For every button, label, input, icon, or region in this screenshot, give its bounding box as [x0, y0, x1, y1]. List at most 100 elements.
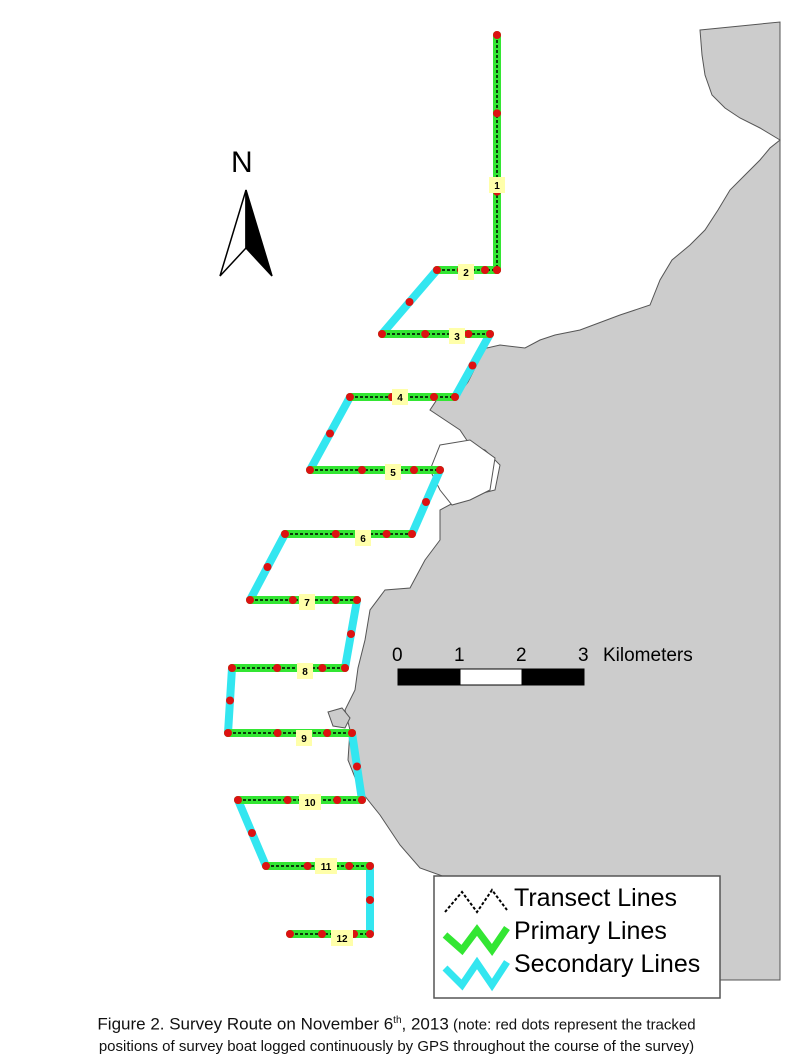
north-arrow-left-half [219, 189, 247, 277]
gps-dot-conn-5 [422, 498, 430, 506]
gps-dot-conn-9 [353, 762, 361, 771]
gps-dot-2-1 [433, 266, 441, 274]
scale-unit: Kilometers [603, 645, 693, 666]
gps-dot-10-1 [234, 796, 242, 804]
gps-dot-11-2 [303, 862, 312, 870]
gps-dot-8-1 [228, 664, 236, 672]
gps-dot-1-1 [493, 31, 501, 39]
figure-caption: Figure 2. Survey Route on November 6th, … [0, 1010, 793, 1058]
legend-transect-label: Transect Lines [514, 884, 677, 912]
transect-label-12: 12 [336, 934, 348, 945]
transect-label-box-12 [331, 930, 353, 946]
gps-dot-6-2 [331, 530, 340, 538]
north-arrow: N [219, 146, 273, 277]
gps-dot-conn-8 [226, 696, 234, 705]
coastline-land [344, 21, 781, 981]
transect-label-7: 7 [304, 598, 310, 609]
transect-label-box-10 [299, 794, 321, 810]
gps-dot-8-3 [318, 664, 327, 672]
gps-dot-1-2 [493, 109, 501, 118]
gps-dot-conn-10 [248, 829, 256, 837]
transect-label-box-7 [299, 594, 315, 610]
scale-segment-1 [397, 668, 461, 686]
caption-note-end: positions of survey boat logged continuo… [98, 1038, 695, 1056]
transect-label-box-8 [297, 663, 313, 679]
gps-dot-9-3 [323, 729, 332, 737]
scale-tick-3: 3 [578, 645, 589, 666]
transect-label-box-6 [355, 530, 371, 546]
legend: Transect Lines Primary Lines Secondary L… [433, 875, 721, 999]
scale-tick-2: 2 [516, 645, 527, 666]
gps-dot-12-2 [318, 930, 326, 938]
gps-dot-4-4 [451, 393, 459, 401]
legend-secondary-label: Secondary Lines [514, 950, 700, 978]
gps-dot-2-4 [493, 266, 501, 274]
transect-label-6: 6 [360, 534, 366, 545]
transect-label-box-5 [385, 464, 401, 480]
scale-tick-1: 1 [454, 645, 465, 666]
gps-dot-6-4 [408, 530, 416, 538]
gps-dot-7-3 [331, 596, 340, 604]
gps-dot-11-1 [262, 862, 270, 870]
transect-label-10: 10 [304, 798, 316, 809]
gps-dot-3-4 [486, 330, 494, 338]
gps-dot-3-3 [464, 330, 473, 338]
gps-dot-conn-2 [405, 298, 414, 306]
gps-dot-7-2 [288, 596, 297, 604]
transect-label-box-4 [392, 389, 408, 405]
gps-dot-3-1 [378, 330, 386, 338]
gps-dot-11-4 [366, 862, 374, 870]
gps-dots [224, 31, 501, 938]
transect-label-box-3 [449, 328, 465, 344]
scale-bar: 0 1 2 3 Kilometers [392, 645, 693, 686]
gps-dot-2-3 [481, 266, 489, 274]
gps-dot-conn-7 [347, 630, 355, 638]
gps-dot-10-4 [358, 796, 366, 804]
gps-dot-8-4 [341, 664, 349, 672]
transect-label-box-1 [489, 177, 505, 193]
transect-label-2: 2 [463, 268, 469, 279]
legend-secondary-symbol [442, 956, 510, 992]
transect-label-box-9 [296, 730, 312, 746]
caption-year: , 2013 [401, 1014, 449, 1034]
gps-dot-conn-3 [468, 361, 477, 370]
gps-dot-9-4 [348, 729, 356, 737]
transect-label-5: 5 [390, 468, 396, 479]
transect-label-box-2 [458, 264, 474, 280]
gps-dot-4-3 [430, 393, 438, 401]
caption-sup: th [393, 1015, 402, 1026]
gps-dot-7-4 [353, 596, 361, 604]
gps-dot-12-1 [286, 930, 294, 938]
transect-label-box-11 [315, 858, 337, 874]
gps-dot-10-2 [283, 796, 292, 804]
gps-dot-4-1 [346, 393, 354, 401]
gps-dot-5-2 [358, 466, 366, 474]
gps-dot-8-2 [273, 664, 282, 672]
transect-label-1: 1 [494, 181, 500, 192]
gps-dot-conn-6 [263, 563, 272, 571]
gps-dot-5-1 [306, 466, 314, 474]
gps-dot-10-3 [333, 796, 342, 804]
gps-dot-conn-11 [366, 896, 374, 904]
transect-label-11: 11 [321, 862, 332, 873]
legend-primary-symbol [442, 924, 510, 957]
transect-label-3: 3 [454, 332, 460, 343]
gps-dot-12-4 [366, 930, 374, 938]
north-label: N [231, 146, 253, 179]
legend-primary-label: Primary Lines [514, 917, 667, 945]
gps-dot-11-3 [345, 862, 354, 870]
transect-label-4: 4 [397, 393, 403, 404]
gps-dot-6-1 [281, 530, 289, 538]
scale-segment-2 [459, 668, 523, 686]
transect-label-8: 8 [302, 667, 308, 678]
caption-title: Figure 2. Survey Route on November 6 [97, 1014, 394, 1034]
gps-dot-5-4 [436, 466, 444, 474]
gps-dot-6-3 [382, 530, 391, 538]
gps-dot-7-1 [246, 596, 254, 604]
gps-dot-9-1 [224, 729, 232, 737]
island [327, 707, 351, 729]
gps-dot-3-2 [421, 330, 430, 338]
scale-segment-3 [521, 668, 585, 686]
